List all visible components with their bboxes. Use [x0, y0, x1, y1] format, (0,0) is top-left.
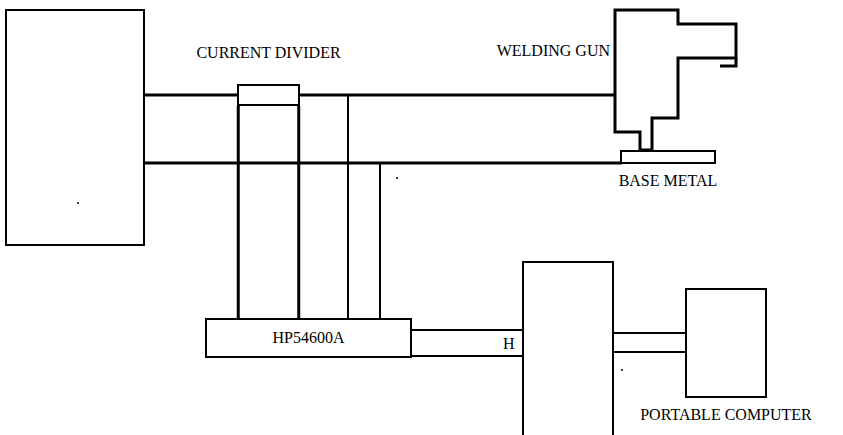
gun-trigger [720, 58, 736, 66]
portable-computer: PORTABLE COMPUTER [685, 288, 767, 398]
power-source [6, 10, 144, 245]
cable [412, 355, 523, 357]
base-metal: BASE METAL [620, 150, 716, 164]
wire [237, 106, 240, 318]
partial-label: H [503, 335, 515, 353]
node-label: WELDING GUN [497, 42, 610, 60]
current-divider: CURRENT DIVIDER [237, 84, 300, 106]
dot [77, 202, 79, 204]
oscilloscope: HP54600A [205, 318, 412, 358]
dot [396, 177, 398, 179]
probe-wire [347, 95, 349, 318]
cable [412, 329, 523, 331]
wire [144, 94, 237, 97]
cable [613, 332, 685, 334]
node-label: CURRENT DIVIDER [196, 44, 340, 62]
dot [621, 369, 623, 371]
probe-wire [379, 163, 381, 318]
cable [613, 351, 685, 353]
node-label: HP54600A [272, 329, 344, 347]
gun-outline [614, 8, 740, 151]
node-label: PORTABLE COMPUTER [640, 406, 812, 424]
welding-gun: WELDING GUN [614, 8, 740, 151]
wire [300, 94, 615, 97]
node-label: BASE METAL [619, 172, 718, 190]
wire [297, 106, 300, 318]
wire [144, 162, 622, 165]
interface-box [523, 262, 613, 435]
gun-body [615, 10, 736, 150]
